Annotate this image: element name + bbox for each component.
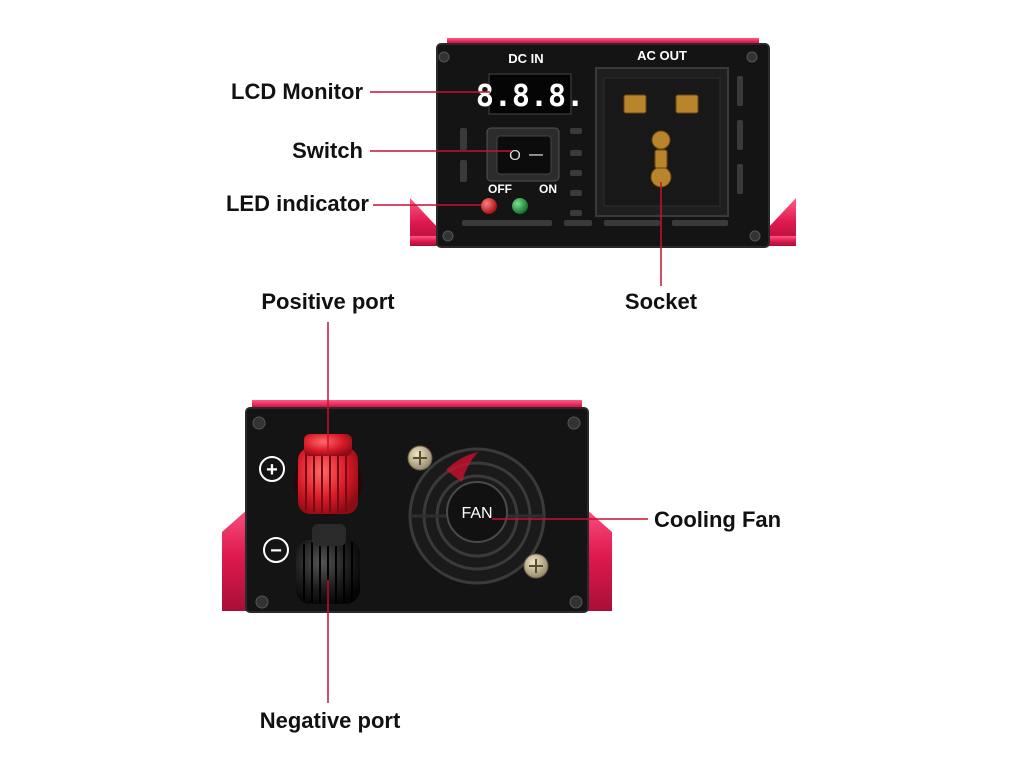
callout-negative-port: Negative port (260, 708, 401, 733)
callout-positive-port: Positive port (261, 289, 395, 314)
lcd-monitor (488, 73, 572, 115)
vent-slots (460, 76, 743, 226)
fan-hub (446, 481, 508, 543)
screw-icon (749, 230, 761, 242)
housing-top (447, 38, 759, 46)
screw-icon (255, 595, 269, 609)
negative-symbol-icon (263, 537, 289, 563)
rear-panel: + − (222, 289, 781, 733)
positive-port[interactable] (294, 434, 362, 516)
ac-out-label: AC OUT (637, 48, 687, 63)
screw-icon (252, 416, 266, 430)
callout-cooling-fan: Cooling Fan (654, 507, 781, 532)
callout-lcd-monitor: LCD Monitor (231, 79, 363, 104)
cooling-fan: FAN (408, 447, 546, 585)
dc-in-label: DC IN (508, 51, 543, 66)
callout-socket: Socket (625, 289, 698, 314)
socket-pins (623, 94, 699, 188)
led-red (481, 198, 497, 214)
lcd-readout: 8.8.8. (476, 79, 584, 114)
screw-icon (746, 51, 758, 63)
on-label: ON (539, 182, 557, 196)
screw-icon (567, 416, 581, 430)
screw-icon (442, 230, 454, 242)
switch-off-symbol: O (509, 147, 521, 164)
off-label: OFF (488, 182, 512, 196)
switch-on-symbol: | (528, 153, 545, 157)
positive-symbol-icon (259, 456, 285, 482)
negative-symbol: − (270, 540, 282, 562)
housing-base (410, 198, 440, 246)
positive-symbol: + (266, 459, 278, 481)
screw-icon (569, 595, 583, 609)
power-switch[interactable] (496, 135, 552, 175)
housing-base-right (766, 198, 796, 246)
callout-switch: Switch (292, 138, 363, 163)
screw-icon (438, 51, 450, 63)
callout-led-indicator: LED indicator (226, 191, 369, 216)
front-panel: DC IN AC OUT 8.8.8. O | OFF ON (226, 38, 796, 314)
fan-label: FAN (461, 505, 492, 522)
led-green (512, 198, 528, 214)
